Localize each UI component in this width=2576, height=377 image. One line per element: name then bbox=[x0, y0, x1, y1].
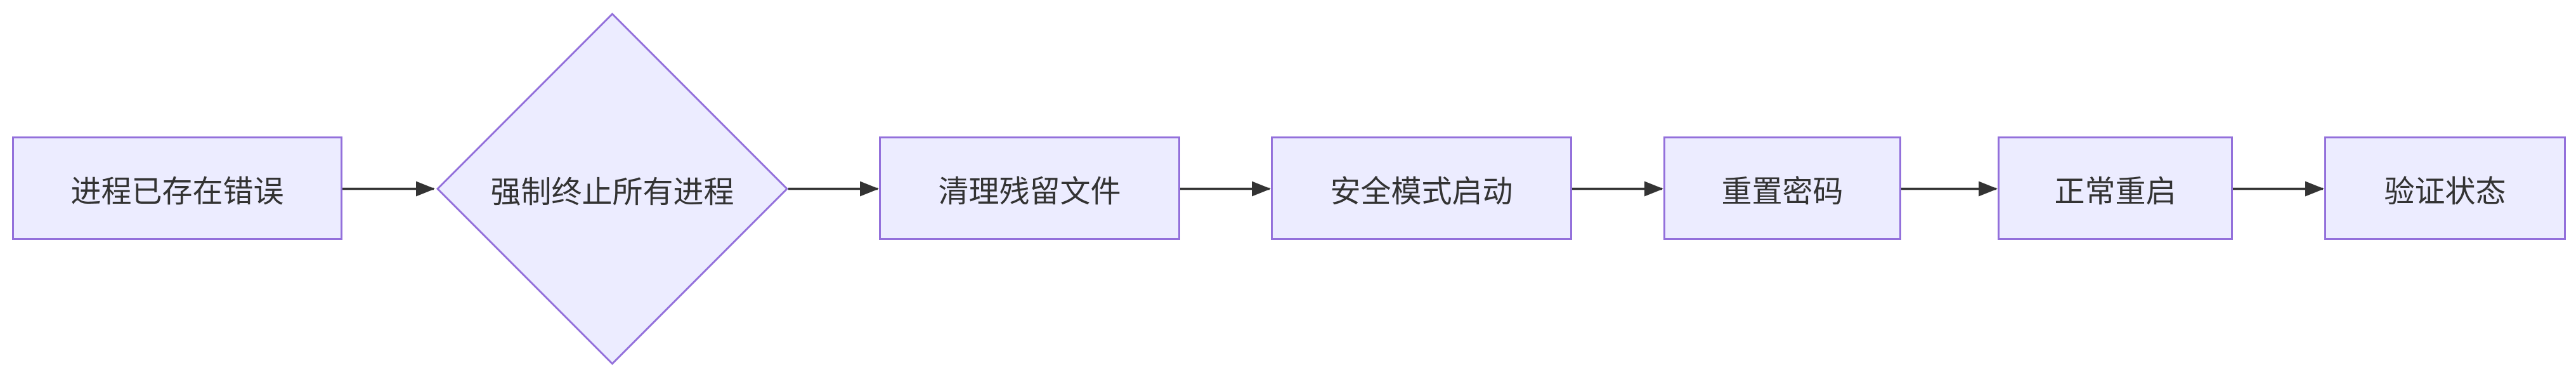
node-label: 重置密码 bbox=[1721, 175, 1844, 209]
node-reset-password: 重置密码 bbox=[1663, 136, 1901, 240]
node-process-exists-error: 进程已存在错误 bbox=[12, 136, 342, 240]
node-label: 验证状态 bbox=[2384, 175, 2506, 209]
node-label: 清理残留文件 bbox=[938, 175, 1121, 209]
decision-diamond-shape bbox=[436, 12, 789, 366]
node-verify-status: 验证状态 bbox=[2324, 136, 2566, 240]
node-safe-mode-boot: 安全模式启动 bbox=[1271, 136, 1572, 240]
node-label: 正常重启 bbox=[2054, 175, 2176, 209]
node-label: 安全模式启动 bbox=[1330, 175, 1513, 209]
node-label: 进程已存在错误 bbox=[70, 175, 284, 209]
node-label: 强制终止所有进程 bbox=[490, 175, 734, 209]
node-clean-residual-files: 清理残留文件 bbox=[879, 136, 1180, 240]
node-force-kill-processes: 强制终止所有进程 bbox=[436, 136, 788, 241]
node-normal-reboot: 正常重启 bbox=[1998, 136, 2233, 240]
